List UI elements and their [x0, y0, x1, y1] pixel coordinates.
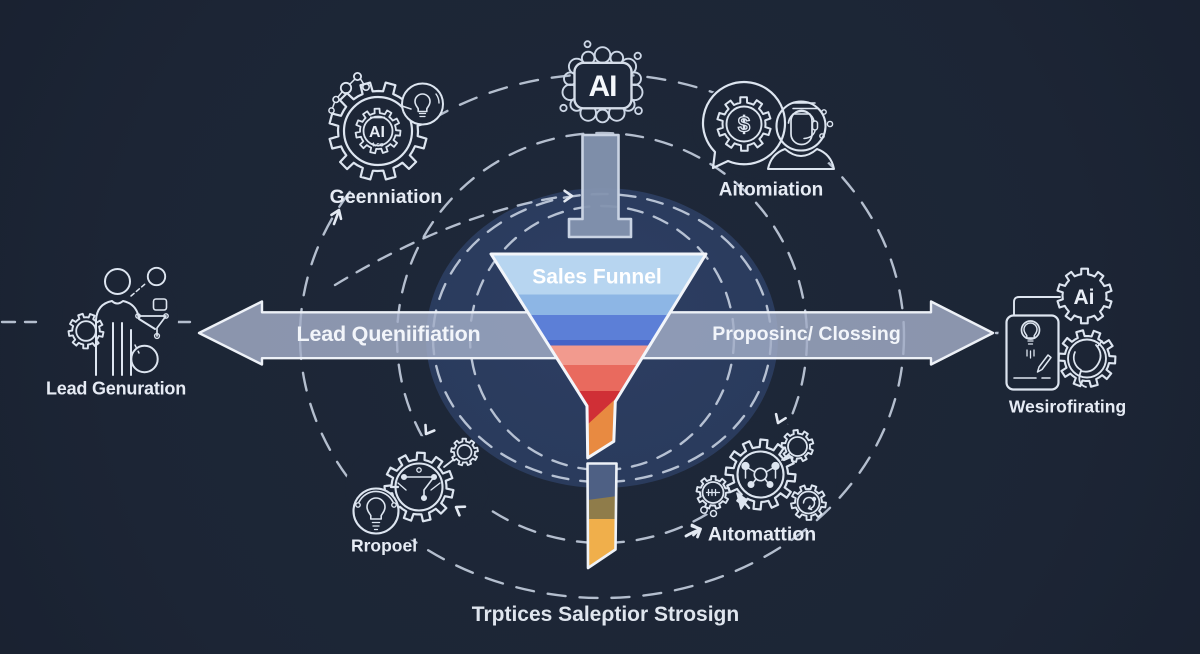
svg-text:Aıtomattion: Aıtomattion [708, 524, 816, 546]
svg-text:Trptices Saleρtior Strosign: Trptices Saleρtior Strosign [472, 603, 739, 626]
svg-text:Rropoel: Rropoel [351, 536, 417, 556]
svg-text:$: $ [738, 112, 750, 137]
svg-text:AI: AI [369, 124, 385, 141]
svg-text:Lead Genuration: Lead Genuration [46, 379, 186, 399]
svg-text:Proposinc/ Clossing: Proposinc/ Clossing [712, 323, 901, 345]
svg-text:Wesirofirating: Wesirofirating [1009, 397, 1126, 417]
svg-text:Lead Queniifiation: Lead Queniifiation [297, 322, 481, 346]
svg-text:AI: AI [589, 70, 617, 103]
svg-text:Sales Funnel: Sales Funnel [532, 266, 662, 289]
svg-text:Aitomiation: Aitomiation [719, 180, 824, 201]
svg-text:t.co: t.co [372, 142, 384, 149]
svg-text:Geenniation: Geenniation [330, 186, 443, 208]
svg-text:Ai: Ai [1074, 286, 1095, 309]
